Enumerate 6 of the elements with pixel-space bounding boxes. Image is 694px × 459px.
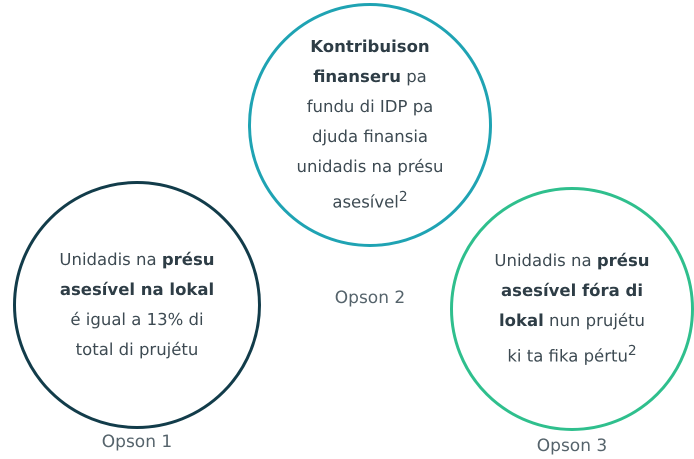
option-caption: Opson 3	[536, 436, 608, 456]
option-description: Unidadis na présu asesível fóra di lokal nun prujétu ki ta fika pértu$^{2}$	[493, 250, 651, 368]
option-caption: Opson 2	[334, 288, 406, 308]
option-description: Kontribuison finanseru pa fundu di IDP pa djuda finansia unidadis na présu asesível$^{2}$	[296, 36, 444, 214]
option-description: Unidadis na présu asesível na lokal é igual a 13% di total di prujétu	[58, 249, 216, 361]
option-caption: Opson 1	[102, 432, 172, 452]
